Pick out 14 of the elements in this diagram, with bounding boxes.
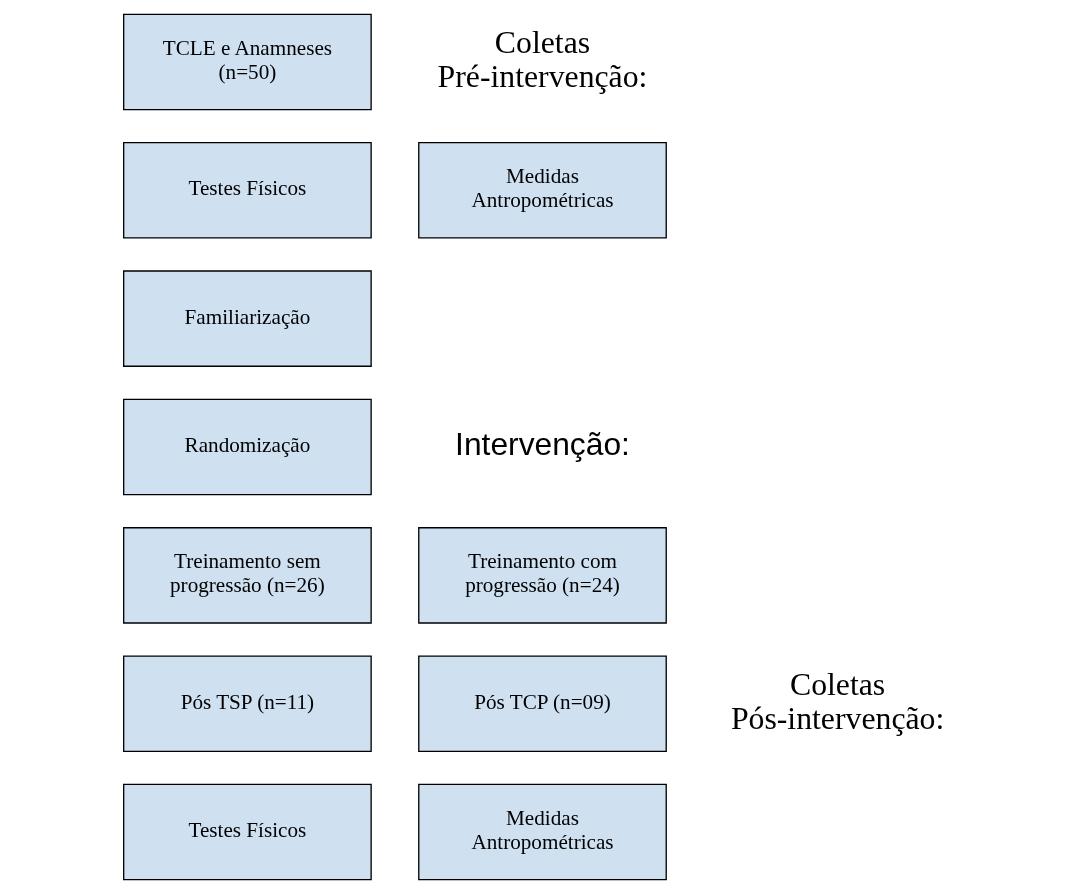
node-box: Familiarização bbox=[123, 269, 372, 367]
node-box: Randomização bbox=[123, 398, 372, 495]
node-box: Pós TSP (n=11) bbox=[123, 654, 372, 752]
label: Coletas Pós-intervenção: bbox=[730, 666, 945, 736]
node-box: Treinamento com progressão (n=24) bbox=[418, 526, 667, 624]
node-box: Treinamento sem progressão (n=26) bbox=[123, 526, 372, 624]
node-box: Medidas Antropométricas bbox=[418, 141, 667, 239]
node-box: TCLE e Anamneses (n=50) bbox=[123, 13, 372, 110]
node-box: Pós TCP (n=09) bbox=[418, 654, 667, 752]
node-box: Testes Físicos bbox=[123, 783, 372, 880]
node-box: Testes Físicos bbox=[123, 141, 372, 239]
label: Intervenção: bbox=[455, 425, 630, 462]
label: Coletas Pré-intervenção: bbox=[437, 24, 648, 94]
node-box: Medidas Antropométricas bbox=[418, 783, 667, 880]
